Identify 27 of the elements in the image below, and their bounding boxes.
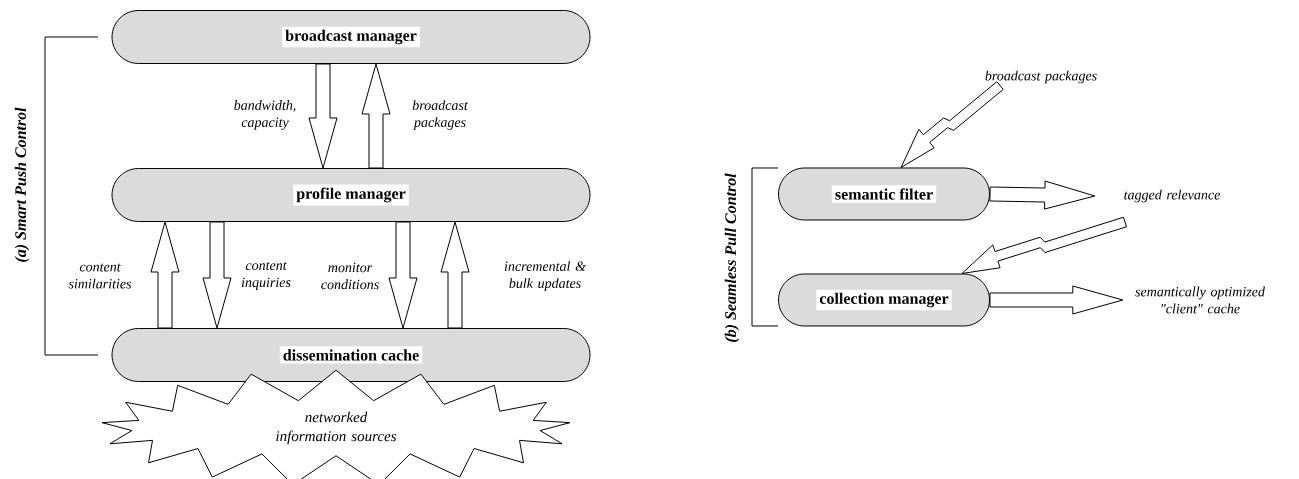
rounded-box: collection manager [778,273,990,327]
block-arrow [388,221,418,329]
node-label: networked information sources [276,411,397,445]
block-arrow [989,180,1096,210]
block-arrow [308,63,338,169]
edge-label: incremental & bulk updates [504,261,586,291]
block-arrow [202,221,232,329]
bracket-label: (a) Smart Push Control [14,107,30,262]
annotation-text: broadcast packages [985,70,1097,84]
edge-label: broadcast packages [412,100,469,130]
rounded-box: broadcast manager [111,10,591,64]
lightning-arrow [961,216,1127,274]
bracket-label: (b) Seamless Pull Control [724,173,740,342]
annotation-text: tagged relevance [1124,189,1221,203]
rounded-box: semantic filter [778,167,990,221]
edge-label: monitor conditions [321,262,379,290]
edge-label: bandwidth, capacity [234,100,296,130]
block-arrow [150,221,180,329]
edge-label: content inquiries [241,262,291,290]
rounded-box: profile manager [111,168,591,222]
block-arrow [361,63,391,169]
edge-label: content similarities [68,263,132,289]
lightning-arrow [900,81,1004,168]
block-arrow [440,221,470,329]
annotation-text: semantically optimized "client" cache [1135,286,1265,314]
rounded-box: dissemination cache [111,328,591,382]
block-arrow [989,285,1124,315]
